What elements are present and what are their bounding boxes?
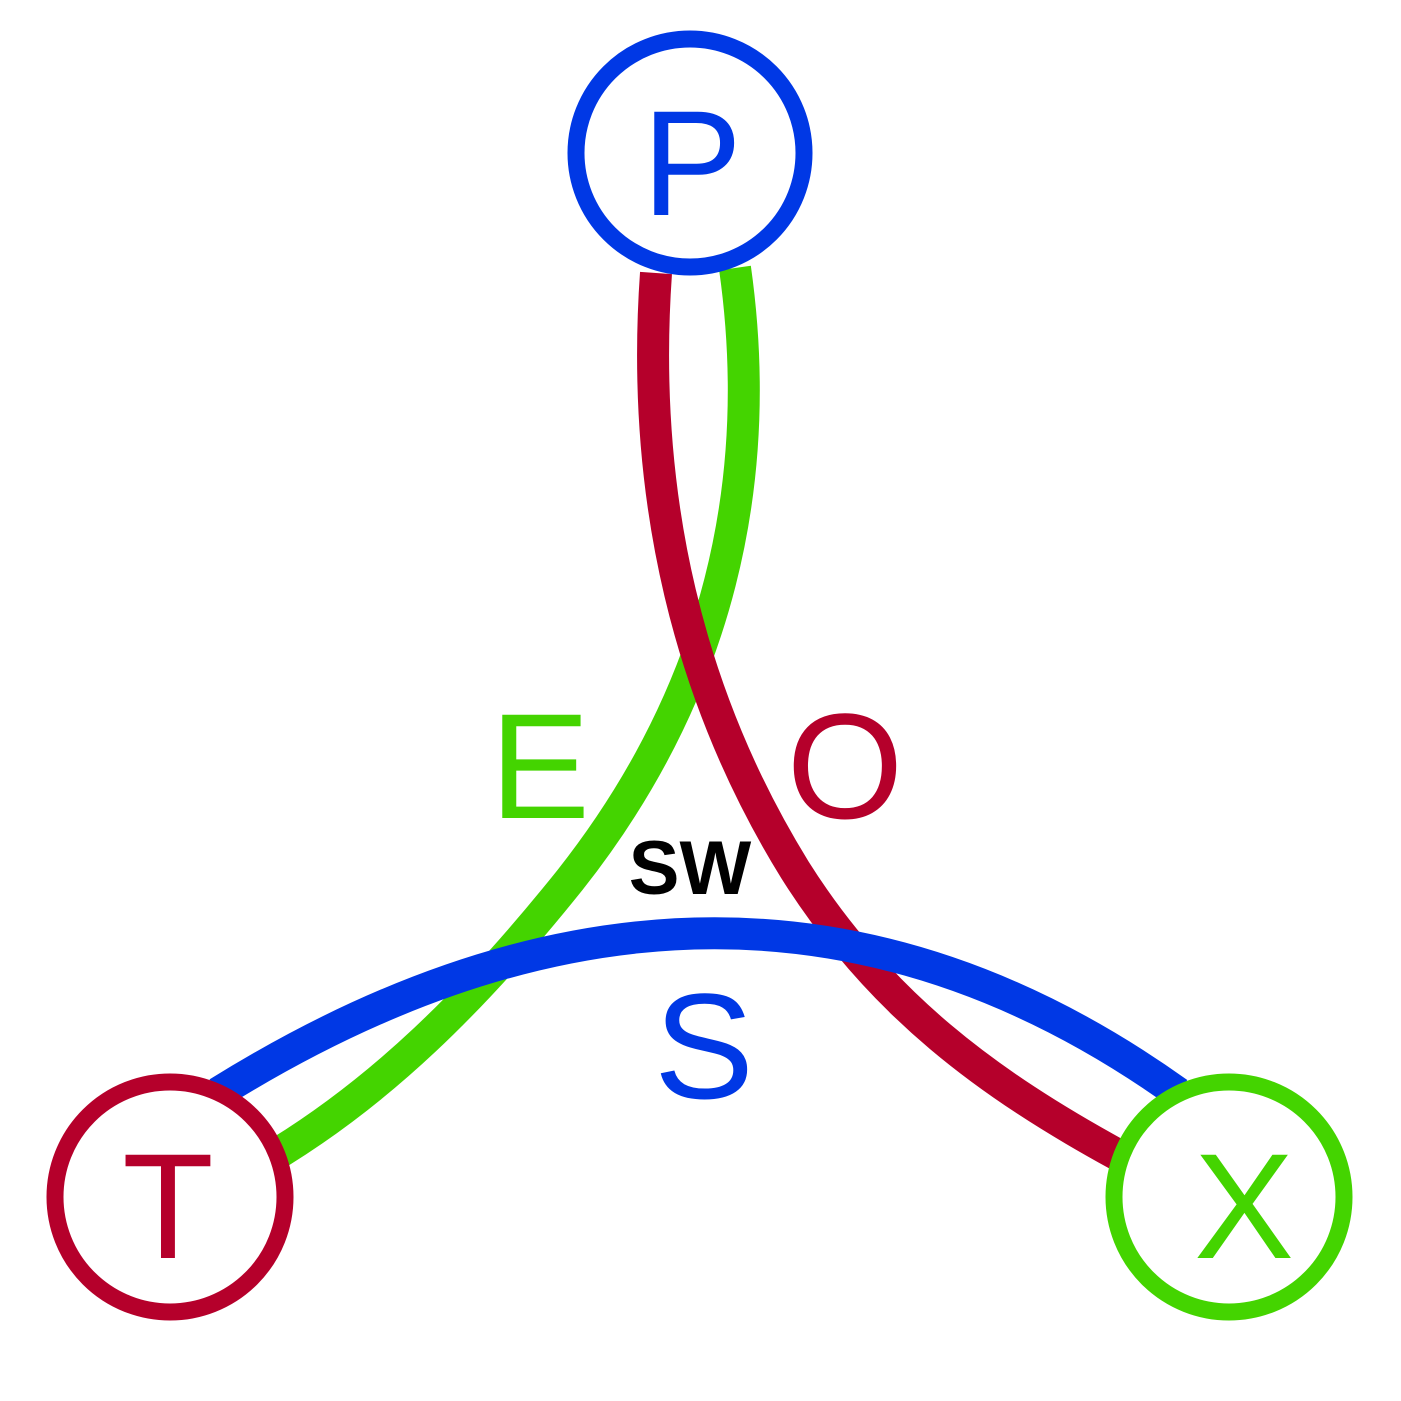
node-p: P — [567, 30, 813, 276]
center-label-sw: SW — [629, 826, 752, 911]
edge-curve-red-p-to-x — [637, 271, 1126, 1170]
node-label-p: P — [642, 79, 742, 247]
node-circle-t — [46, 1073, 294, 1321]
edge-label-e: E — [490, 682, 590, 850]
node-label-t: T — [122, 1122, 214, 1290]
node-circle-p — [567, 30, 813, 276]
edge-label-o: O — [787, 682, 904, 850]
node-label-x: X — [1194, 1122, 1294, 1290]
node-circle-x — [1105, 1073, 1353, 1321]
edge-label-s: S — [654, 962, 754, 1130]
edge-curve-green-p-to-t — [271, 265, 760, 1166]
edge-curve-blue-t-to-x — [209, 917, 1188, 1107]
node-x: X — [1105, 1073, 1353, 1321]
node-t: T — [46, 1073, 294, 1321]
